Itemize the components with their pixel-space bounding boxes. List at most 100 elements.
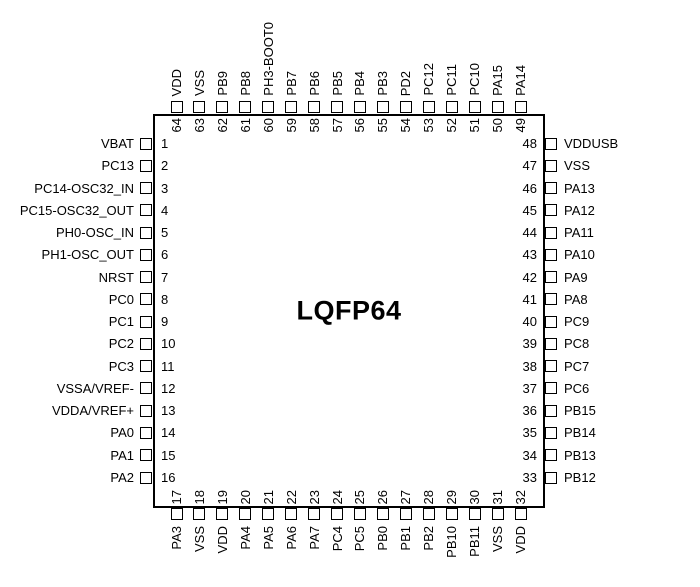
- pin-number: 45: [522, 202, 537, 218]
- pin-label: PA0: [110, 425, 134, 441]
- pin-square: [399, 508, 412, 520]
- pin-number: 47: [522, 158, 537, 174]
- pin-square: [140, 360, 152, 373]
- pin-square: [491, 508, 504, 520]
- pin-label: PC12: [421, 63, 437, 96]
- pin-square: [140, 137, 152, 150]
- pin-label: PC10: [467, 63, 483, 96]
- pin-label: PA2: [110, 470, 134, 485]
- pin-label: PB15: [564, 403, 596, 419]
- pin-number: 37: [522, 380, 537, 396]
- pin-number: 55: [375, 118, 391, 133]
- pin-label: VSS: [191, 526, 207, 553]
- pin-number: 34: [522, 447, 537, 463]
- pin-number: 7: [161, 269, 169, 285]
- pin-number: 36: [522, 403, 537, 419]
- pin-number: 12: [161, 380, 176, 396]
- pin-square: [545, 382, 557, 395]
- pin-square: [445, 508, 458, 520]
- pin-label: PC15-OSC32_OUT: [19, 202, 134, 218]
- pin-label: PA1: [110, 447, 134, 463]
- pin-label: PC2: [108, 336, 134, 352]
- pin-number: 4: [161, 202, 169, 218]
- pin-label: PC4: [329, 526, 345, 552]
- pin-number: 26: [375, 489, 391, 504]
- pin-square: [491, 101, 504, 113]
- pin-label: VDD: [214, 526, 230, 554]
- pin-square: [545, 426, 557, 439]
- pin-label: PA9: [564, 269, 588, 285]
- pin-square: [140, 471, 152, 484]
- pin-label: VSS: [490, 526, 506, 553]
- pin-label: PB1: [398, 526, 414, 551]
- pin-label: PA15: [490, 65, 506, 96]
- pin-label: PC8: [564, 336, 590, 352]
- pin-number: 28: [421, 489, 437, 504]
- pin-square: [140, 337, 152, 350]
- pin-square: [140, 204, 152, 217]
- pin-label: PA6: [283, 526, 299, 550]
- pin-number: 19: [214, 489, 230, 504]
- pin-label: VBAT: [101, 136, 134, 151]
- pin-square: [353, 101, 366, 113]
- pin-label: PH1-OSC_OUT: [41, 247, 134, 263]
- pin-label: PD2: [398, 70, 414, 96]
- pin-number: 30: [467, 489, 483, 504]
- pin-square: [193, 101, 206, 113]
- pin-square: [140, 449, 152, 462]
- pin-square: [262, 101, 275, 113]
- pin-square: [285, 508, 298, 520]
- pin-square: [239, 508, 252, 520]
- pin-square: [514, 101, 527, 113]
- pin-label: PB13: [564, 447, 596, 463]
- pin-square: [239, 101, 252, 113]
- pin-number: 53: [421, 118, 437, 133]
- pin-number: 3: [161, 180, 169, 196]
- pin-label: PA8: [564, 291, 588, 307]
- pin-label: PC13: [101, 158, 134, 174]
- pin-square: [422, 508, 435, 520]
- pin-number: 61: [237, 118, 253, 133]
- pin-number: 52: [444, 118, 460, 133]
- pin-number: 22: [283, 489, 299, 504]
- pin-square: [308, 101, 321, 113]
- pin-label: PB11: [467, 526, 483, 557]
- pin-number: 46: [522, 180, 537, 196]
- pin-square: [545, 182, 557, 195]
- pin-square: [545, 271, 557, 284]
- pin-number: 62: [214, 118, 230, 133]
- pin-number: 57: [329, 118, 345, 133]
- pin-square: [422, 101, 435, 113]
- pin-square: [445, 101, 458, 113]
- pin-number: 50: [490, 118, 506, 133]
- pin-number: 41: [522, 291, 537, 307]
- pin-label: VDD: [513, 526, 528, 554]
- pin-square: [514, 508, 527, 520]
- pin-label: PB7: [283, 71, 299, 96]
- pin-number: 43: [522, 247, 537, 263]
- pin-square: [545, 315, 557, 328]
- pin-label: PB10: [444, 526, 460, 558]
- pin-number: 13: [161, 403, 176, 419]
- chip-body: [153, 114, 545, 508]
- pin-number: 59: [283, 118, 299, 133]
- pin-label: PA5: [260, 526, 276, 550]
- pin-label: VSSA/VREF-: [56, 380, 134, 396]
- pin-square: [545, 226, 557, 239]
- pin-number: 64: [169, 118, 184, 133]
- pin-square: [140, 426, 152, 439]
- pin-label: PC6: [564, 380, 590, 396]
- pin-square: [308, 508, 321, 520]
- pin-label: PB12: [564, 470, 596, 485]
- pin-label: PB8: [237, 71, 253, 96]
- pin-square: [545, 404, 557, 417]
- pin-label: PA7: [306, 526, 322, 550]
- pin-number: 1: [161, 136, 169, 151]
- pin-number: 5: [161, 225, 169, 241]
- pin-square: [170, 508, 183, 520]
- pin-square: [262, 508, 275, 520]
- pin-square: [545, 204, 557, 217]
- pin-square: [545, 137, 557, 150]
- pin-square: [545, 449, 557, 462]
